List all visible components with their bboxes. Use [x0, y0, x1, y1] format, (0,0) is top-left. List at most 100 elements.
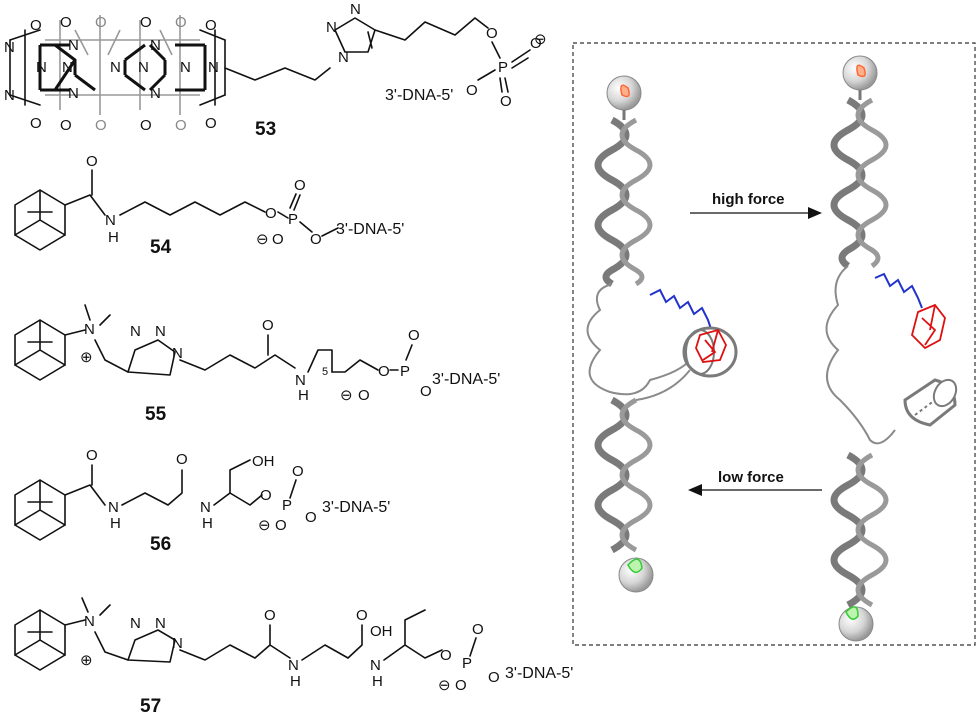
svg-text:⊖: ⊖: [340, 387, 353, 404]
arrow-high-force: [690, 207, 822, 219]
svg-text:O: O: [175, 117, 187, 134]
svg-text:N: N: [370, 657, 381, 674]
svg-text:O: O: [205, 17, 217, 34]
svg-text:O: O: [486, 25, 498, 42]
svg-text:O: O: [272, 231, 284, 248]
dna-tether-right: [825, 55, 958, 642]
svg-text:O: O: [294, 177, 306, 194]
mechanism-panel: [572, 42, 976, 646]
svg-text:O: O: [292, 463, 304, 480]
svg-text:N: N: [295, 372, 306, 389]
svg-text:⊕: ⊕: [80, 652, 93, 669]
compound-number-55: 55: [145, 404, 167, 425]
svg-text:O: O: [305, 509, 317, 526]
svg-text:⊖: ⊖: [438, 677, 451, 694]
svg-text:O: O: [205, 115, 217, 132]
svg-text:O: O: [264, 607, 276, 624]
svg-text:H: H: [372, 673, 383, 690]
svg-text:N: N: [105, 212, 116, 229]
svg-text:O: O: [466, 82, 478, 99]
adamantane-57: [14, 609, 66, 671]
cucurbituril-host-free: [903, 378, 958, 427]
triazole-53: N N N: [326, 1, 376, 66]
svg-text:O: O: [265, 205, 277, 222]
svg-text:O: O: [30, 17, 42, 34]
svg-text:N: N: [68, 37, 79, 54]
svg-text:N: N: [4, 39, 15, 56]
svg-text:H: H: [290, 673, 301, 690]
svg-text:N: N: [155, 323, 166, 340]
dna-label-54: 3'-DNA-5': [336, 221, 404, 238]
svg-text:N: N: [84, 321, 95, 338]
linker-right: [874, 272, 923, 309]
svg-text:N: N: [84, 613, 95, 630]
svg-text:O: O: [140, 14, 152, 31]
svg-text:N: N: [108, 499, 119, 516]
svg-text:H: H: [110, 515, 121, 532]
compound-number-54: 54: [150, 237, 172, 258]
triazole-57: N N N: [127, 615, 183, 663]
svg-text:O: O: [455, 677, 467, 694]
high-force-label: high force: [712, 191, 785, 208]
compound-number-53: 53: [255, 119, 276, 140]
arrow-low-force: [688, 484, 822, 496]
low-force-label: low force: [718, 469, 784, 486]
svg-text:O: O: [440, 647, 452, 664]
svg-text:H: H: [298, 387, 309, 404]
svg-text:O: O: [86, 153, 98, 170]
svg-text:N: N: [150, 85, 161, 102]
svg-text:N: N: [172, 635, 183, 652]
triazole-55: N N N: [127, 323, 183, 376]
svg-text:O: O: [175, 14, 187, 31]
svg-text:P: P: [400, 363, 410, 380]
svg-text:P: P: [282, 497, 292, 514]
svg-text:O: O: [500, 93, 512, 110]
svg-text:N: N: [150, 37, 161, 54]
svg-text:O: O: [95, 117, 107, 134]
compound-number-57: 57: [140, 696, 161, 717]
svg-text:N: N: [138, 59, 149, 76]
svg-text:O: O: [472, 621, 484, 638]
adamantane-55: [14, 319, 66, 381]
svg-text:N: N: [155, 615, 166, 632]
dna-tether-left: [586, 75, 738, 593]
svg-text:O: O: [378, 363, 390, 380]
hydroxyl-56: OH: [252, 453, 275, 470]
svg-text:N: N: [62, 59, 73, 76]
compound-number-56: 56: [150, 534, 171, 555]
svg-text:O: O: [310, 231, 322, 248]
svg-text:N: N: [36, 59, 47, 76]
dna-label-55: 3'-DNA-5': [432, 371, 500, 388]
svg-text:O: O: [30, 115, 42, 132]
svg-text:O: O: [358, 387, 370, 404]
dna-label-56: 3'-DNA-5': [322, 499, 390, 516]
linker-left: [649, 288, 713, 333]
svg-text:⊖: ⊖: [256, 231, 269, 248]
dna-label-57: 3'-DNA-5': [505, 665, 573, 682]
svg-text:P: P: [288, 211, 298, 228]
svg-text:N: N: [68, 85, 79, 102]
svg-text:O: O: [60, 14, 72, 31]
svg-text:P: P: [498, 59, 508, 76]
svg-text:⊕: ⊕: [80, 349, 93, 366]
svg-text:N: N: [338, 49, 349, 66]
adamantane-54: [14, 189, 66, 251]
svg-text:H: H: [202, 515, 213, 532]
svg-text:O: O: [275, 517, 287, 534]
svg-text:O: O: [60, 117, 72, 134]
svg-text:⊖: ⊖: [534, 31, 547, 48]
dna-label-53: 3'-DNA-5': [385, 87, 453, 104]
adamantane-56: [14, 479, 66, 541]
svg-text:N: N: [180, 59, 191, 76]
svg-text:O: O: [262, 317, 274, 334]
adamantane-guest-left: [695, 328, 727, 363]
svg-text:O: O: [95, 14, 107, 31]
svg-text:N: N: [200, 499, 211, 516]
svg-text:N: N: [350, 1, 361, 18]
svg-text:⊖: ⊖: [258, 517, 271, 534]
svg-text:O: O: [420, 383, 432, 400]
chain-length-subscript: 5: [322, 366, 328, 378]
svg-text:O: O: [176, 451, 188, 468]
